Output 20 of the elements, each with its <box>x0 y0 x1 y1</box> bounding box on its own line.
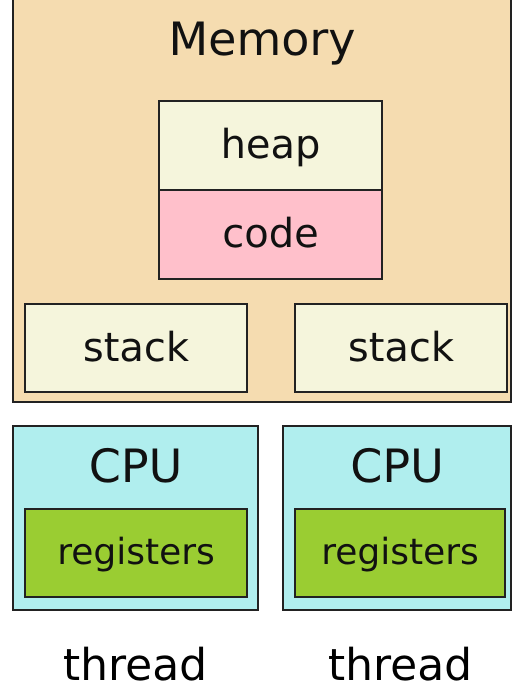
box-label: Memory <box>167 12 357 66</box>
box-label: registers <box>56 532 216 573</box>
box-label: stack <box>346 325 456 371</box>
thread-label: thread <box>62 640 208 691</box>
memory-box <box>12 0 512 403</box>
stack-box <box>24 303 248 393</box>
box-label: registers <box>320 532 480 573</box>
box-label: code <box>221 211 320 257</box>
registers-box <box>294 508 506 598</box>
box-label: stack <box>82 325 190 371</box>
code-box <box>158 189 383 280</box>
cpu-box <box>12 425 259 611</box>
box-label: CPU <box>88 439 184 493</box>
thread-label: thread <box>326 640 474 691</box>
cpu-box <box>282 425 512 611</box>
stack-box <box>294 303 508 393</box>
registers-box <box>24 508 248 598</box>
box-label: CPU <box>349 439 445 493</box>
box-label: heap <box>220 122 322 168</box>
heap-box <box>158 100 383 191</box>
